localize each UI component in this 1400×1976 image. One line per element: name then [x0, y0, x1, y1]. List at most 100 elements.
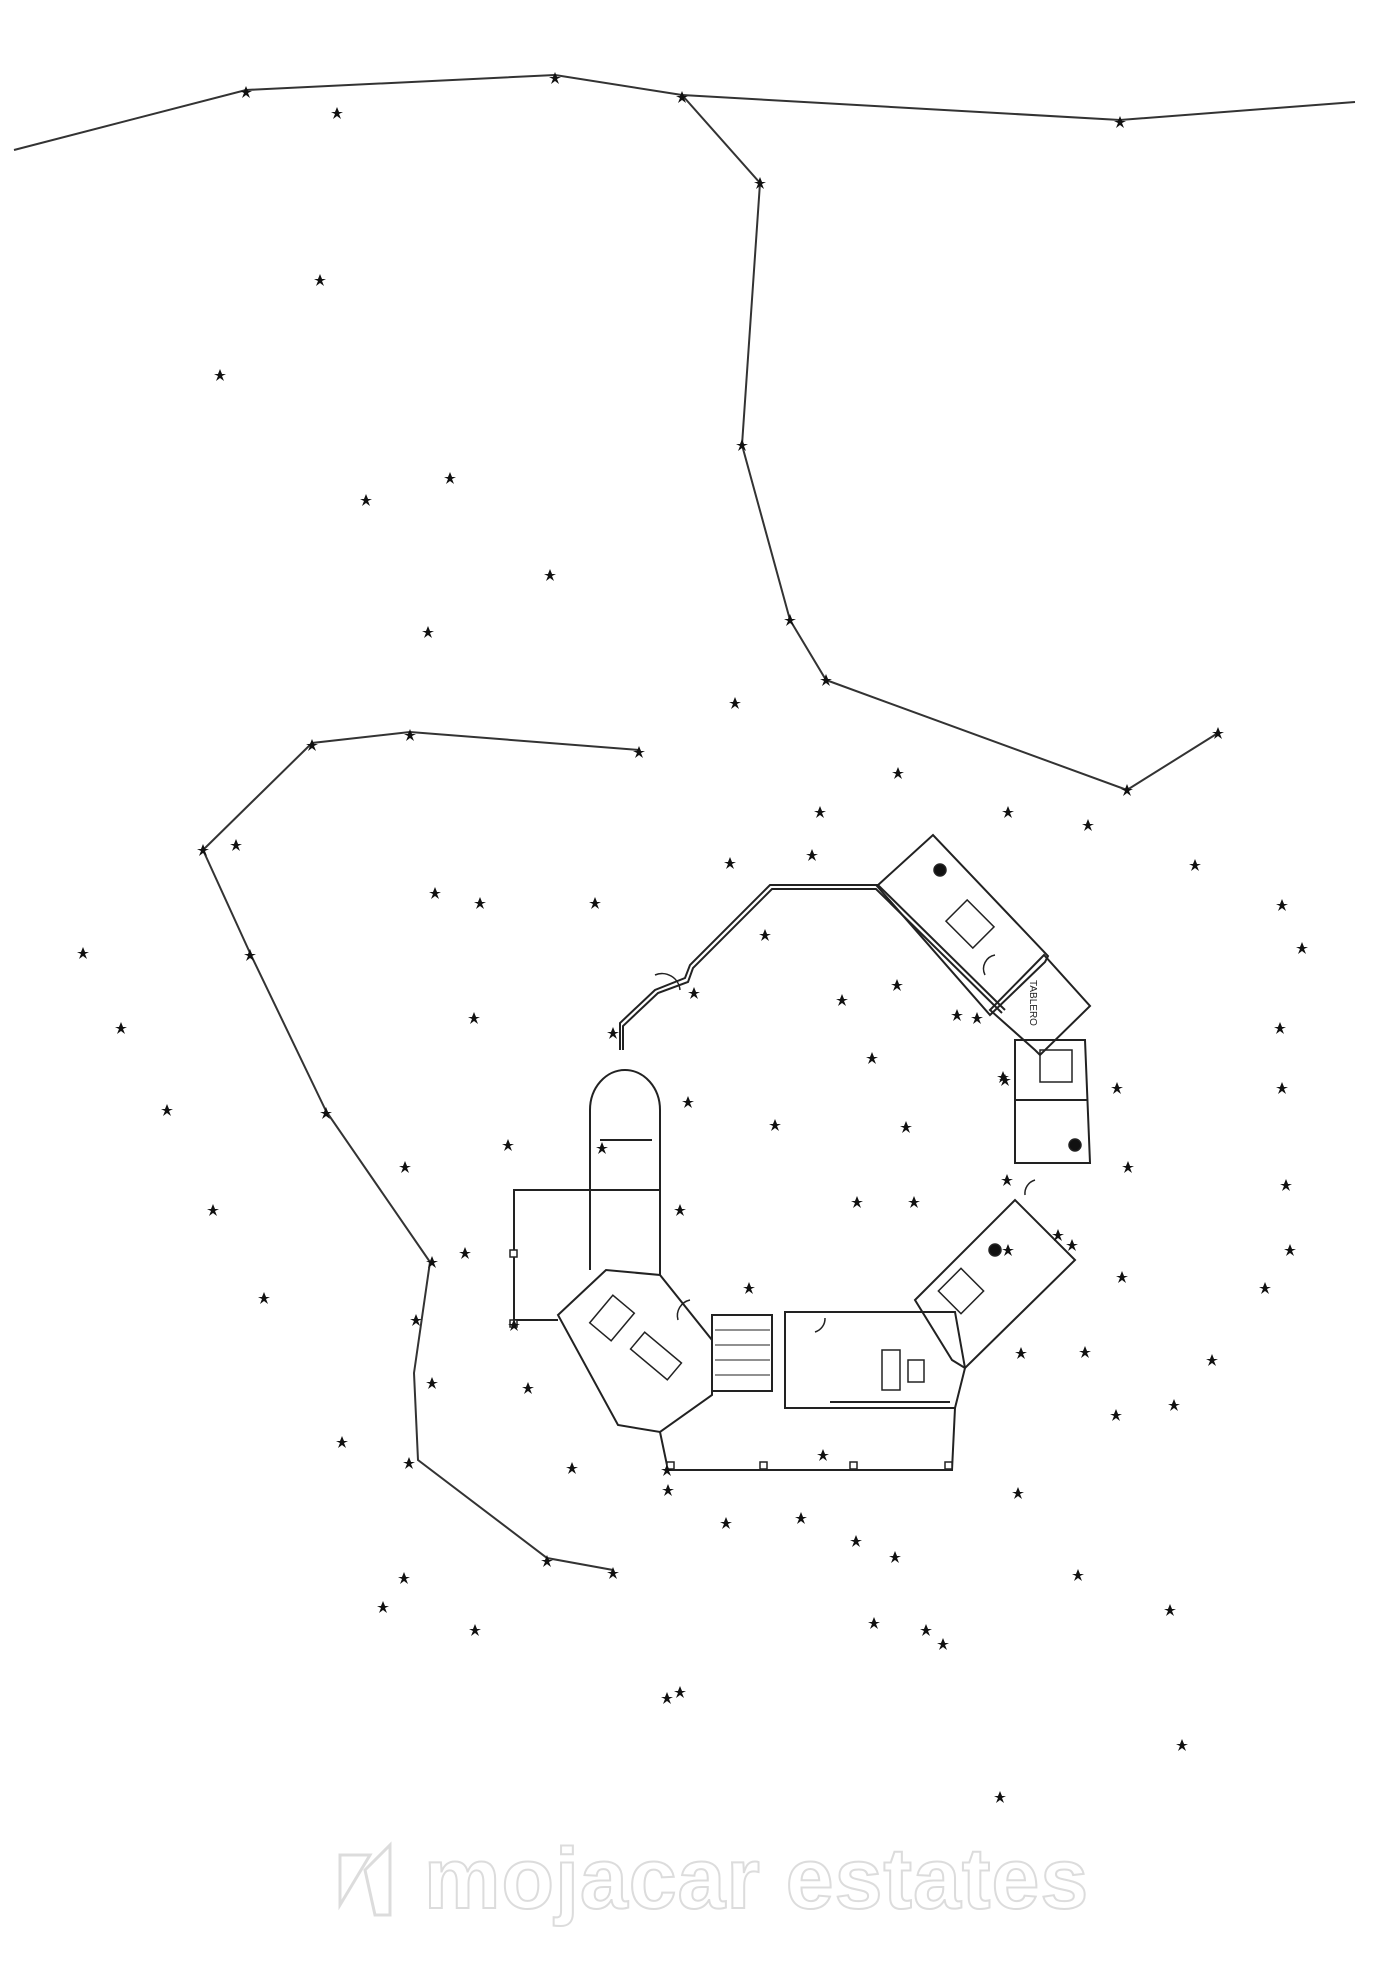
tree-icon	[1002, 1244, 1014, 1256]
tree-icon	[868, 1617, 880, 1629]
tree-icon	[900, 1121, 912, 1133]
tree-icon	[444, 472, 456, 484]
sofa	[629, 1331, 683, 1381]
tree-icon	[426, 1377, 438, 1389]
tree-icon	[404, 729, 416, 741]
tree-icon	[633, 746, 645, 758]
tree-icon	[360, 494, 372, 506]
tree-icon	[806, 849, 818, 861]
tree-icon	[1176, 1739, 1188, 1751]
tree-icon	[314, 274, 326, 286]
tree-icon	[429, 887, 441, 899]
tree-icon	[688, 987, 700, 999]
door-swings	[654, 954, 1036, 1333]
tree-icon	[1276, 899, 1288, 911]
tree-icon	[1015, 1347, 1027, 1359]
courtyard-wall-inner	[622, 888, 1003, 1050]
sw-living-wing	[556, 1268, 713, 1434]
tree-icon	[607, 1027, 619, 1039]
tree-icon	[566, 1462, 578, 1474]
room-label: TABLERO	[1027, 980, 1038, 1026]
tree-icon	[1122, 1161, 1134, 1173]
tree-icon	[920, 1624, 932, 1636]
tree-icon	[1066, 1239, 1078, 1251]
dining-table	[588, 1294, 636, 1342]
tree-icon	[522, 1382, 534, 1394]
tree-icon	[1284, 1244, 1296, 1256]
mojacar-estates-logo-icon	[338, 1840, 392, 1916]
tree-icon	[817, 1449, 829, 1461]
east-bed	[1039, 1049, 1073, 1083]
tree-icon	[336, 1436, 348, 1448]
stair-treads	[715, 1329, 770, 1376]
tree-icon	[784, 614, 796, 626]
tree-icon	[502, 1139, 514, 1151]
tree-icon	[743, 1282, 755, 1294]
tree-icon	[729, 697, 741, 709]
tree-icon	[1012, 1487, 1024, 1499]
tree-icon	[951, 1009, 963, 1021]
south-terrace	[659, 1407, 956, 1471]
tree-icon	[850, 1535, 862, 1547]
tree-icon	[892, 767, 904, 779]
tree-icon	[230, 839, 242, 851]
tree-icon	[77, 947, 89, 959]
tree-icon	[820, 674, 832, 686]
west-ridge-line	[201, 730, 640, 1571]
tree-icon	[399, 1161, 411, 1173]
tree-icon	[994, 1791, 1006, 1803]
tree-icon	[836, 994, 848, 1006]
watermark-text: mojacar estates	[423, 1830, 1090, 1928]
olive-trees	[77, 72, 1308, 1803]
stairs	[711, 1314, 773, 1392]
tree-icon	[814, 806, 826, 818]
tree-icon	[759, 929, 771, 941]
tree-icon	[662, 1484, 674, 1496]
boundary-lines	[13, 73, 1356, 1571]
ne-bed	[944, 898, 996, 950]
tree-icon	[1001, 1174, 1013, 1186]
tree-icon	[549, 72, 561, 84]
tree-icon	[1114, 116, 1126, 128]
tree-icon	[769, 1119, 781, 1131]
tree-icon	[674, 1686, 686, 1698]
tree-icon	[1274, 1022, 1286, 1034]
tree-icon	[115, 1022, 127, 1034]
tree-icon	[161, 1104, 173, 1116]
shower-e	[1068, 1138, 1082, 1152]
tree-icon	[1121, 784, 1133, 796]
tree-icon	[1212, 727, 1224, 739]
tree-icon	[1168, 1399, 1180, 1411]
tree-icon	[661, 1692, 673, 1704]
shower-se	[988, 1243, 1002, 1257]
tree-icon	[1082, 819, 1094, 831]
tree-icon	[459, 1247, 471, 1259]
tree-icon	[422, 626, 434, 638]
tree-icon	[207, 1204, 219, 1216]
tree-icon	[403, 1457, 415, 1469]
tree-icon	[544, 569, 556, 581]
tree-icon	[1110, 1409, 1122, 1421]
tree-icon	[736, 439, 748, 451]
tree-icon	[795, 1512, 807, 1524]
courtyard-wall	[619, 884, 1006, 1050]
tree-icon	[214, 369, 226, 381]
tree-icon	[589, 897, 601, 909]
tree-icon	[258, 1292, 270, 1304]
house-floor-plan: TABLERO	[509, 833, 1092, 1471]
tree-icon	[724, 857, 736, 869]
lounge-sofa	[881, 1349, 901, 1391]
tree-icon	[1079, 1346, 1091, 1358]
ne-hall	[988, 953, 1092, 1057]
watermark: mojacar estates	[320, 1830, 1089, 1929]
tree-icon	[937, 1638, 949, 1650]
tree-icon	[331, 107, 343, 119]
tree-icon	[866, 1052, 878, 1064]
tree-icon	[306, 739, 318, 751]
east-bedroom-wing	[1014, 1039, 1092, 1164]
tree-icon	[596, 1142, 608, 1154]
shower-ne	[933, 863, 947, 877]
lounge-table	[907, 1359, 925, 1383]
tree-icon	[720, 1517, 732, 1529]
